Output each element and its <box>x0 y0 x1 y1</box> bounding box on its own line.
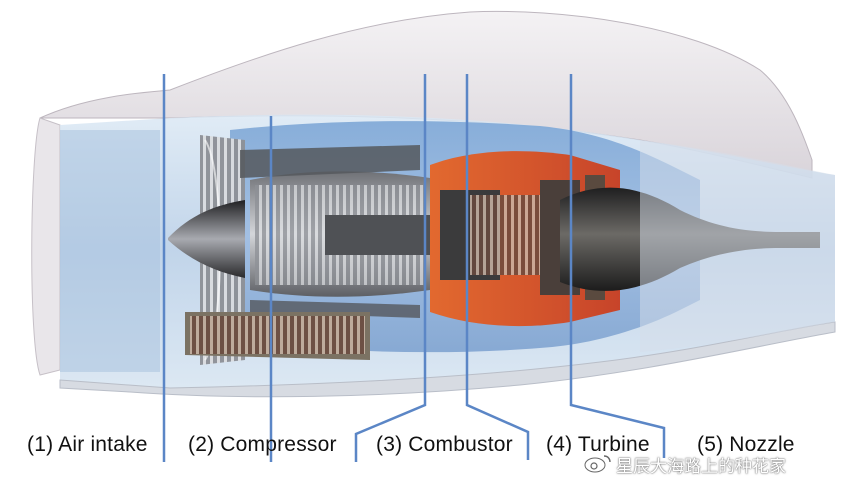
pointer-line-combustor <box>354 74 427 462</box>
watermark-text: 星辰大海路上的种花家 <box>616 457 786 477</box>
inlet-interior <box>60 130 160 372</box>
compressor-section <box>250 171 445 297</box>
compressor-upper-casing <box>240 145 420 178</box>
label-nozzle: (5) Nozzle <box>697 433 795 456</box>
pointer-lines <box>162 74 666 462</box>
label-compressor: (2) Compressor <box>188 433 337 456</box>
spinner-cone <box>168 200 245 278</box>
label-air-intake: (1) Air intake <box>27 433 148 456</box>
label-turbine: (4) Turbine <box>546 433 650 456</box>
pointer-line-turbine <box>465 74 530 460</box>
accessory-gearbox <box>185 312 370 360</box>
nozzle-shroud <box>640 140 835 352</box>
inlet-lip <box>31 117 61 376</box>
nacelle-lower-cowl <box>59 321 836 398</box>
weibo-icon <box>584 455 611 473</box>
label-combustor: (3) Combustor <box>376 433 513 456</box>
pointer-line-nozzle <box>569 74 666 458</box>
